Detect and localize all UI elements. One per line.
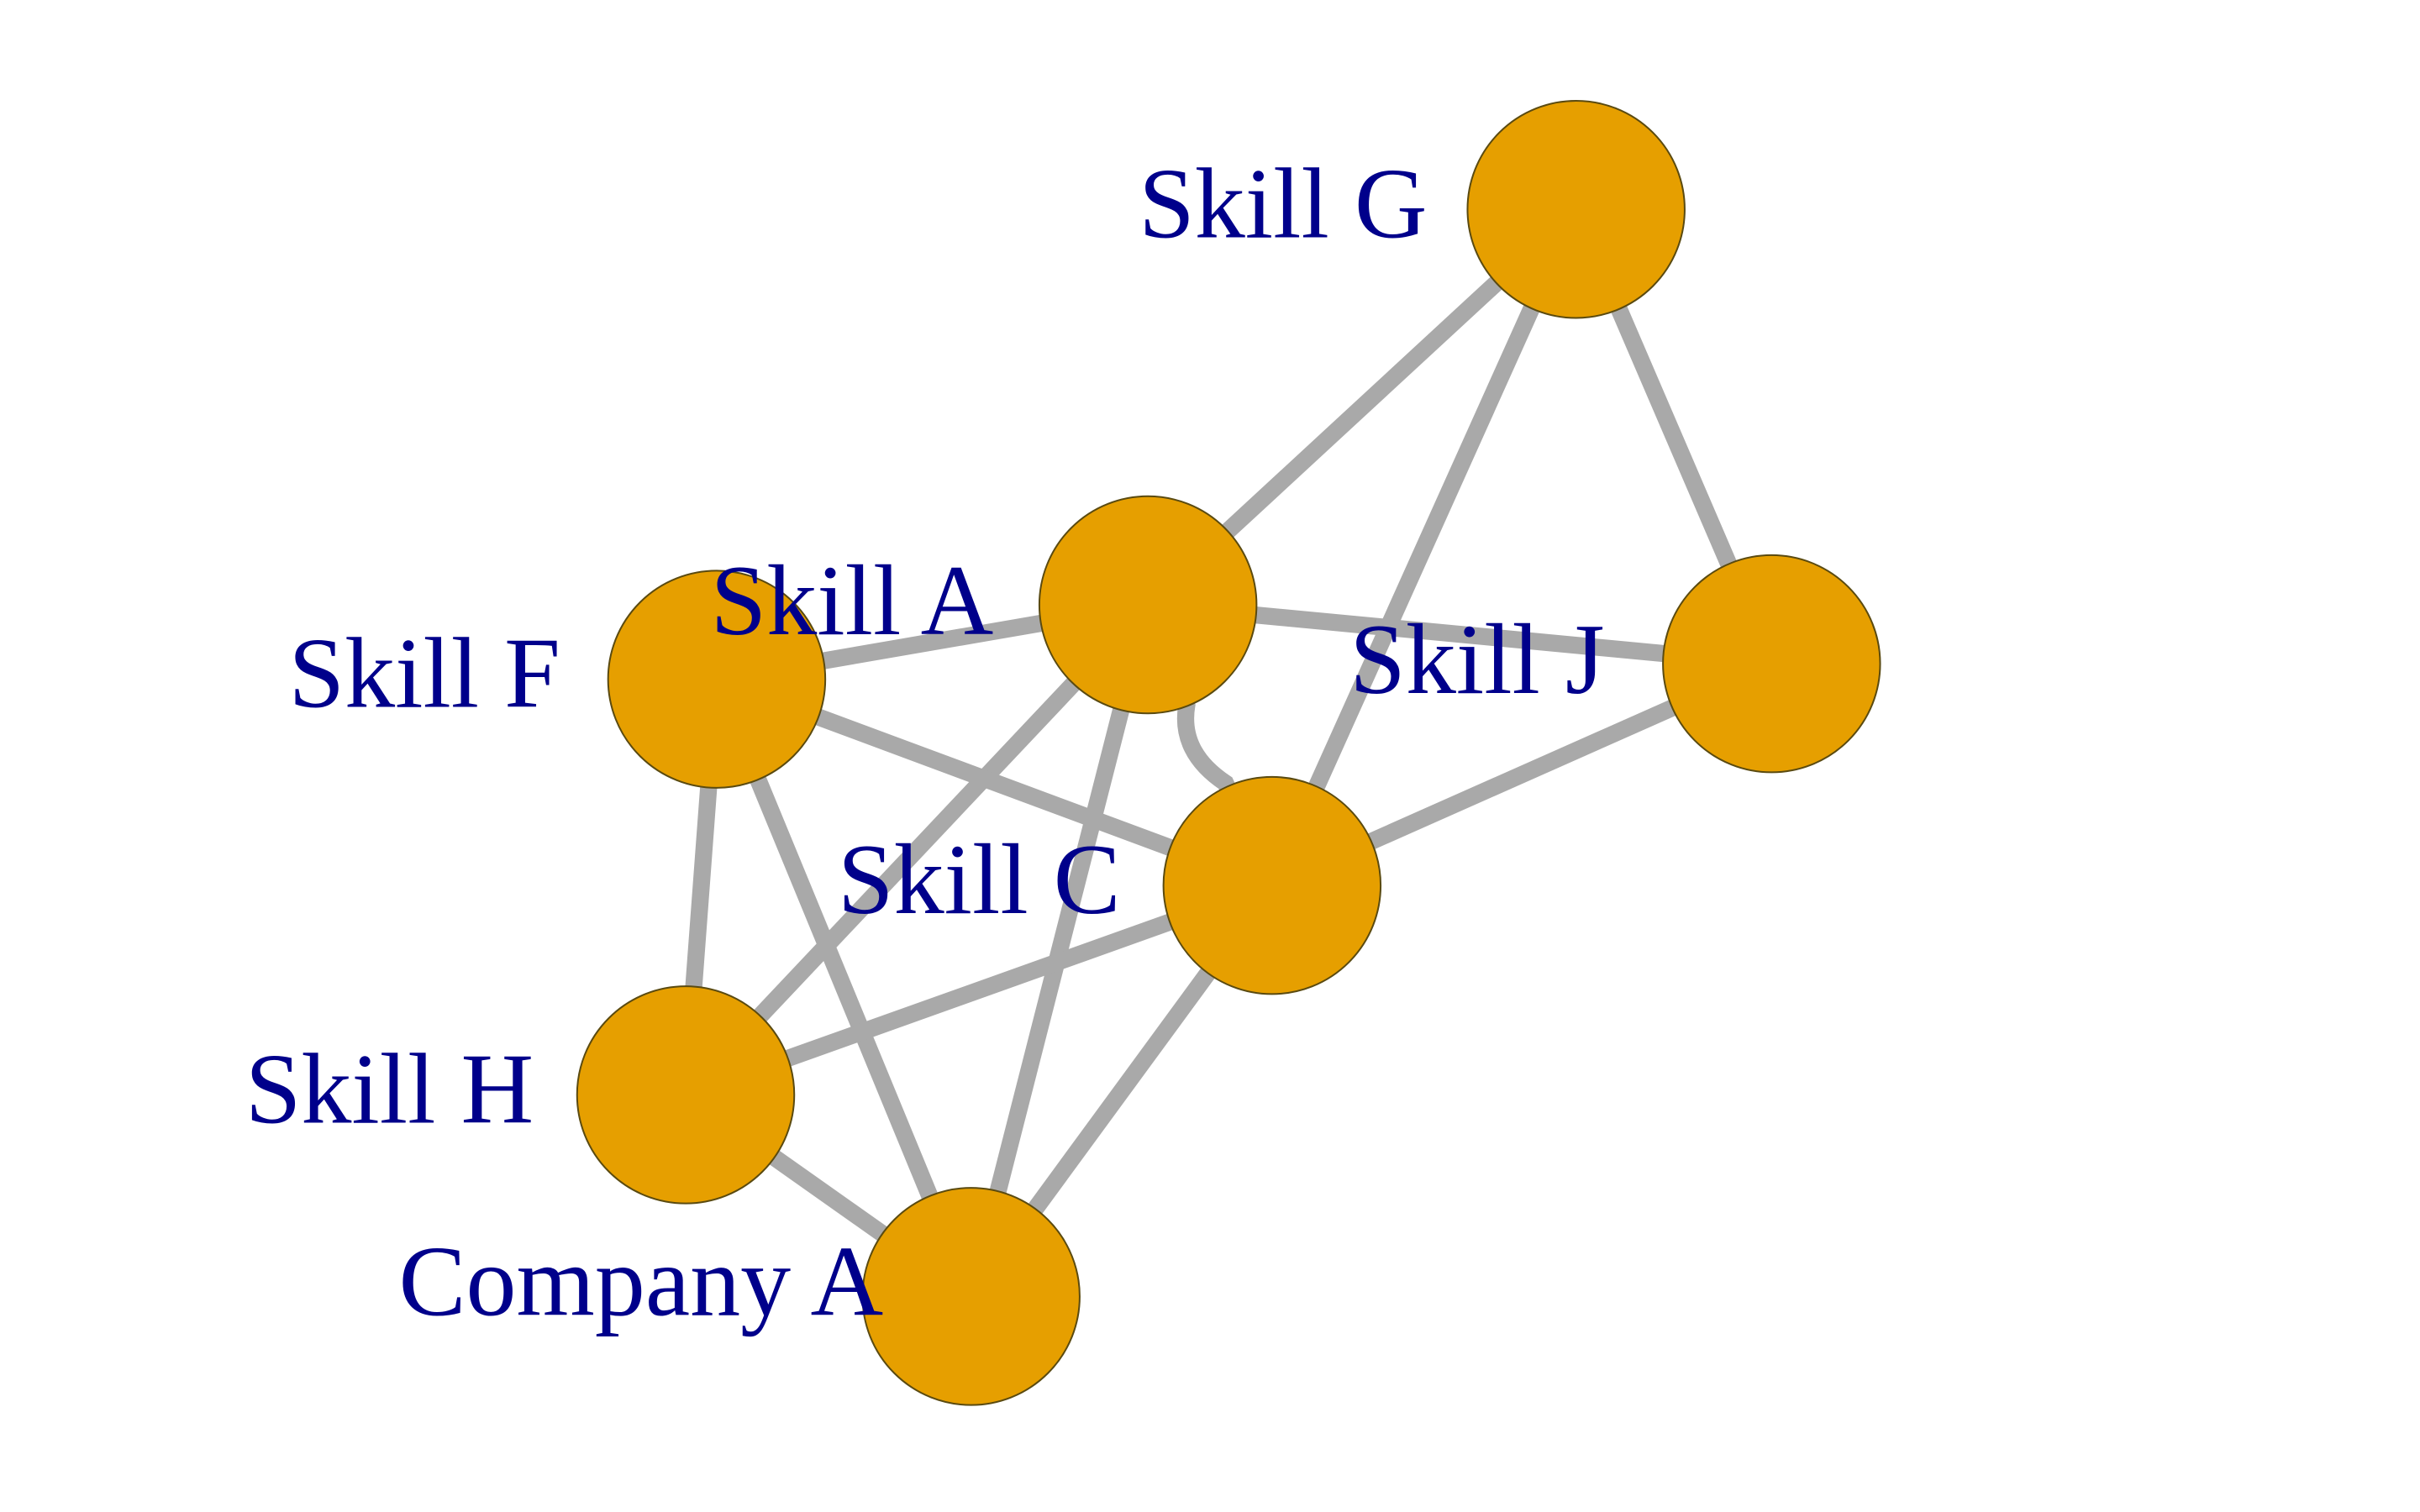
node-label-skill-j: Skill J <box>1349 603 1604 715</box>
edge-skill-a-skill-c <box>1139 601 1281 890</box>
node-skill-c <box>1162 775 1382 995</box>
edge-skill-g-skill-c <box>1264 206 1584 890</box>
node-skill-h <box>576 985 796 1205</box>
node-company-a <box>861 1187 1081 1406</box>
nodes-layer <box>576 100 1881 1406</box>
node-label-skill-f: Skill F <box>288 617 560 729</box>
edge-skill-f-company-a <box>708 675 980 1300</box>
edges-layer <box>676 202 1780 1304</box>
node-skill-j <box>1662 554 1881 774</box>
node-label-skill-g: Skill G <box>1139 147 1427 259</box>
node-label-skill-a: Skill A <box>711 544 994 656</box>
node-label-skill-c: Skill C <box>838 823 1121 935</box>
node-label-skill-h: Skill H <box>245 1032 534 1144</box>
node-skill-f <box>607 570 827 789</box>
labels-layer: Skill G Skill A Skill F Skill J Skill C Skill… <box>245 147 1605 1336</box>
node-skill-g <box>1466 100 1686 319</box>
node-label-company-a: Company A <box>398 1225 883 1336</box>
node-skill-a <box>1038 495 1258 715</box>
edge-skill-a-company-a <box>962 602 1156 1299</box>
edge-skill-a-skill-h <box>679 599 1155 1101</box>
